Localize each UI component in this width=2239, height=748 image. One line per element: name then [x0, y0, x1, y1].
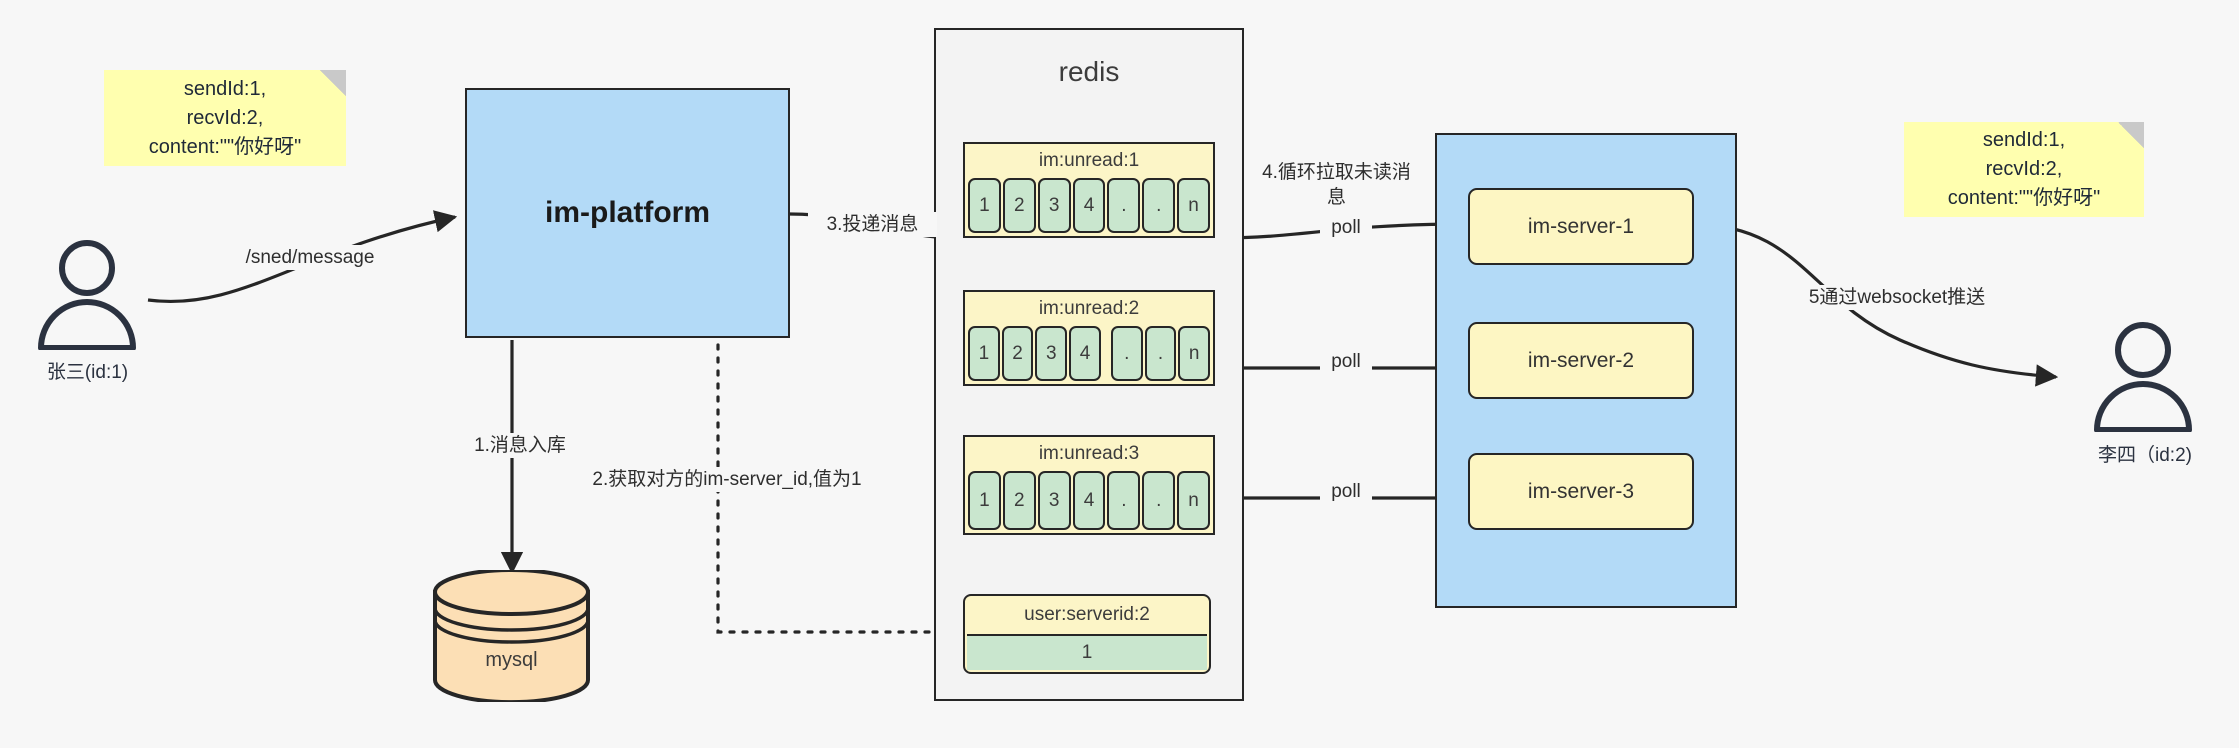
edge-label-step3: 3.投递消息	[808, 212, 937, 237]
redis-list-3[interactable]: im:unread:3 1 2 3 4 . . n	[963, 435, 1215, 535]
actor-sender-icon	[38, 240, 136, 350]
list-cell: 1	[968, 326, 1000, 381]
redis-kv-user-serverid[interactable]: user:serverid:2 1	[963, 594, 1211, 674]
im-platform-label: im-platform	[545, 196, 710, 229]
note-fold-icon	[320, 70, 346, 96]
edge-label-poll-3: poll	[1320, 479, 1372, 504]
im-server-2-box[interactable]: im-server-2	[1468, 322, 1694, 399]
list-cell: 4	[1072, 471, 1106, 530]
im-server-1-box[interactable]: im-server-1	[1468, 188, 1694, 265]
list-cell: 2	[1002, 471, 1036, 530]
list-cell: .	[1142, 178, 1176, 233]
list-cell: 3	[1037, 471, 1071, 530]
list-cell: n	[1177, 178, 1211, 233]
list-cell: n	[1178, 326, 1211, 381]
list-cell: 3	[1035, 326, 1068, 381]
redis-list-1[interactable]: im:unread:1 1 2 3 4 . . n	[963, 142, 1215, 238]
edge-label-send-message: /sned/message	[228, 245, 392, 270]
list-cell: 4	[1072, 178, 1106, 233]
list-cell: .	[1142, 471, 1176, 530]
edge-label-step4: 4.循环拉取未读消 息	[1252, 160, 1421, 210]
list-cell: 1	[968, 178, 1001, 233]
edge-label-step1: 1.消息入库	[453, 433, 587, 458]
list-cell: 3	[1037, 178, 1071, 233]
edge-label-poll-2: poll	[1320, 349, 1372, 374]
list-cell: 1	[968, 471, 1001, 530]
actor-receiver-label: 李四（id:2)	[2098, 445, 2192, 466]
actor-sender-label: 张三(id:1)	[46, 362, 129, 383]
sticky-note-right: sendId:1, recvId:2, content:""你好呀"	[1904, 122, 2144, 217]
mysql-label: mysql	[485, 649, 537, 671]
actor-receiver-icon	[2094, 322, 2192, 432]
redis-title: redis	[1058, 56, 1120, 87]
redis-kv-key: user:serverid:2	[1024, 604, 1150, 625]
redis-list-1-cells: 1 2 3 4 . . n	[968, 178, 1211, 233]
list-cell: .	[1110, 326, 1143, 381]
sticky-note-left-text: sendId:1, recvId:2, content:""你好呀"	[148, 77, 302, 158]
im-server-3-label: im-server-3	[1527, 479, 1635, 503]
list-cell: .	[1107, 178, 1141, 233]
edge-label-poll-1: poll	[1320, 215, 1372, 240]
im-platform-box[interactable]: im-platform	[465, 88, 790, 338]
list-cell: .	[1107, 471, 1141, 530]
im-server-2-label: im-server-2	[1527, 348, 1635, 372]
list-cell: .	[1144, 326, 1177, 381]
redis-list-2[interactable]: im:unread:2 1 2 3 4 . . n	[963, 290, 1215, 386]
redis-kv-value: 1	[967, 634, 1207, 670]
redis-list-1-key: im:unread:1	[965, 144, 1213, 178]
redis-list-2-key: im:unread:2	[965, 292, 1213, 326]
redis-list-2-cells: 1 2 3 4 . . n	[968, 326, 1211, 381]
im-server-3-box[interactable]: im-server-3	[1468, 453, 1694, 530]
redis-list-3-key: im:unread:3	[965, 437, 1213, 471]
sticky-note-right-text: sendId:1, recvId:2, content:""你好呀"	[1947, 129, 2101, 209]
sticky-note-left: sendId:1, recvId:2, content:""你好呀"	[104, 70, 346, 166]
edge-label-step5: 5通过websocket推送	[1780, 285, 2014, 310]
redis-list-3-cells: 1 2 3 4 . . n	[968, 471, 1211, 530]
im-server-1-label: im-server-1	[1527, 214, 1635, 238]
list-cell: 4	[1069, 326, 1101, 381]
list-cell: n	[1177, 471, 1211, 530]
mysql-database-icon[interactable]: mysql	[430, 570, 593, 702]
note-fold-icon	[2118, 122, 2144, 148]
list-cell: 2	[1001, 326, 1034, 381]
list-cell: 2	[1002, 178, 1036, 233]
edge-label-step2: 2.获取对方的im-server_id,值为1	[570, 467, 884, 492]
